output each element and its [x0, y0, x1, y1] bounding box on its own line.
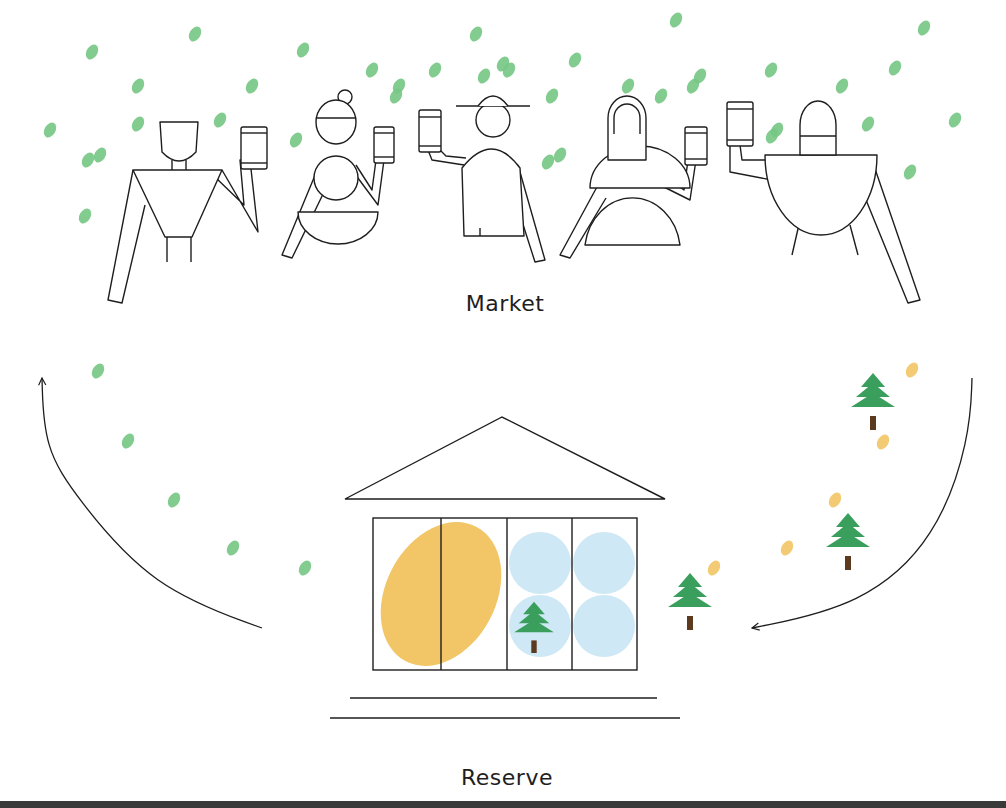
group-label: Market: [30, 291, 980, 317]
coin-dot: [551, 145, 569, 164]
coin-dot: [186, 24, 204, 43]
coin-dot: [763, 126, 781, 145]
tree-trunk: [687, 616, 693, 630]
group-label: Reserve: [262, 765, 752, 791]
coin-dot: [91, 145, 109, 164]
bottom-bar: [0, 801, 1006, 808]
coin-dot: [224, 538, 242, 557]
coin-dot: [903, 360, 921, 379]
person: [560, 96, 707, 258]
coin-dot: [119, 431, 137, 450]
flow-arrow: [42, 378, 262, 628]
person: [419, 96, 545, 262]
coin-dot: [946, 110, 964, 129]
reserve-group: Reserve: [262, 410, 752, 800]
coin-dot: [691, 66, 709, 85]
coin-dot: [467, 24, 485, 43]
tree-crown: [851, 393, 895, 407]
tree: [851, 373, 895, 430]
coin-dot: [475, 66, 493, 85]
coin-dot: [543, 86, 561, 105]
coin-dot: [243, 76, 261, 95]
coin-dot: [294, 40, 312, 59]
coin-dot: [287, 130, 305, 149]
reserve-building: [330, 417, 680, 718]
people: [108, 90, 920, 303]
coin-dot: [566, 50, 584, 69]
tree: [668, 573, 712, 630]
coin-dot: [705, 558, 723, 577]
trees: [514, 373, 895, 653]
coin-dot: [859, 114, 877, 133]
coin-dot: [826, 490, 844, 509]
coin-dot: [778, 538, 796, 557]
tree: [826, 513, 870, 570]
coin-dot: [915, 18, 933, 37]
coin-dot: [129, 114, 147, 133]
coin-dot: [76, 206, 94, 225]
coin-dot: [426, 60, 444, 79]
coin-dot: [387, 86, 405, 105]
coin-dot: [165, 490, 183, 509]
coin-dot: [211, 110, 229, 129]
tree-trunk: [845, 556, 851, 570]
coin-dot: [667, 10, 685, 29]
tree-trunk: [531, 640, 536, 653]
tree: [514, 602, 554, 653]
coin-dot: [79, 150, 97, 169]
coin-dot: [296, 558, 314, 577]
coin-dot: [619, 76, 637, 95]
tree-trunk: [870, 416, 876, 430]
coin-dot: [363, 60, 381, 79]
tree-crown: [826, 533, 870, 547]
flow-arrow: [752, 378, 972, 628]
coin-dot: [89, 361, 107, 380]
tree-crown: [668, 593, 712, 607]
coin-dot: [129, 76, 147, 95]
coin-dot: [500, 60, 518, 79]
coin-dot: [874, 432, 892, 451]
coin-dot: [41, 120, 59, 139]
coin-dot: [901, 162, 919, 181]
coin-dot: [833, 76, 851, 95]
person: [282, 90, 394, 258]
coin-dot: [886, 58, 904, 77]
market-group: Market: [30, 10, 980, 378]
coin-dot: [762, 60, 780, 79]
coin-dot: [652, 86, 670, 105]
person: [727, 101, 920, 303]
person: [108, 122, 267, 303]
tree-crown: [514, 620, 554, 633]
coin-dot: [83, 42, 101, 61]
